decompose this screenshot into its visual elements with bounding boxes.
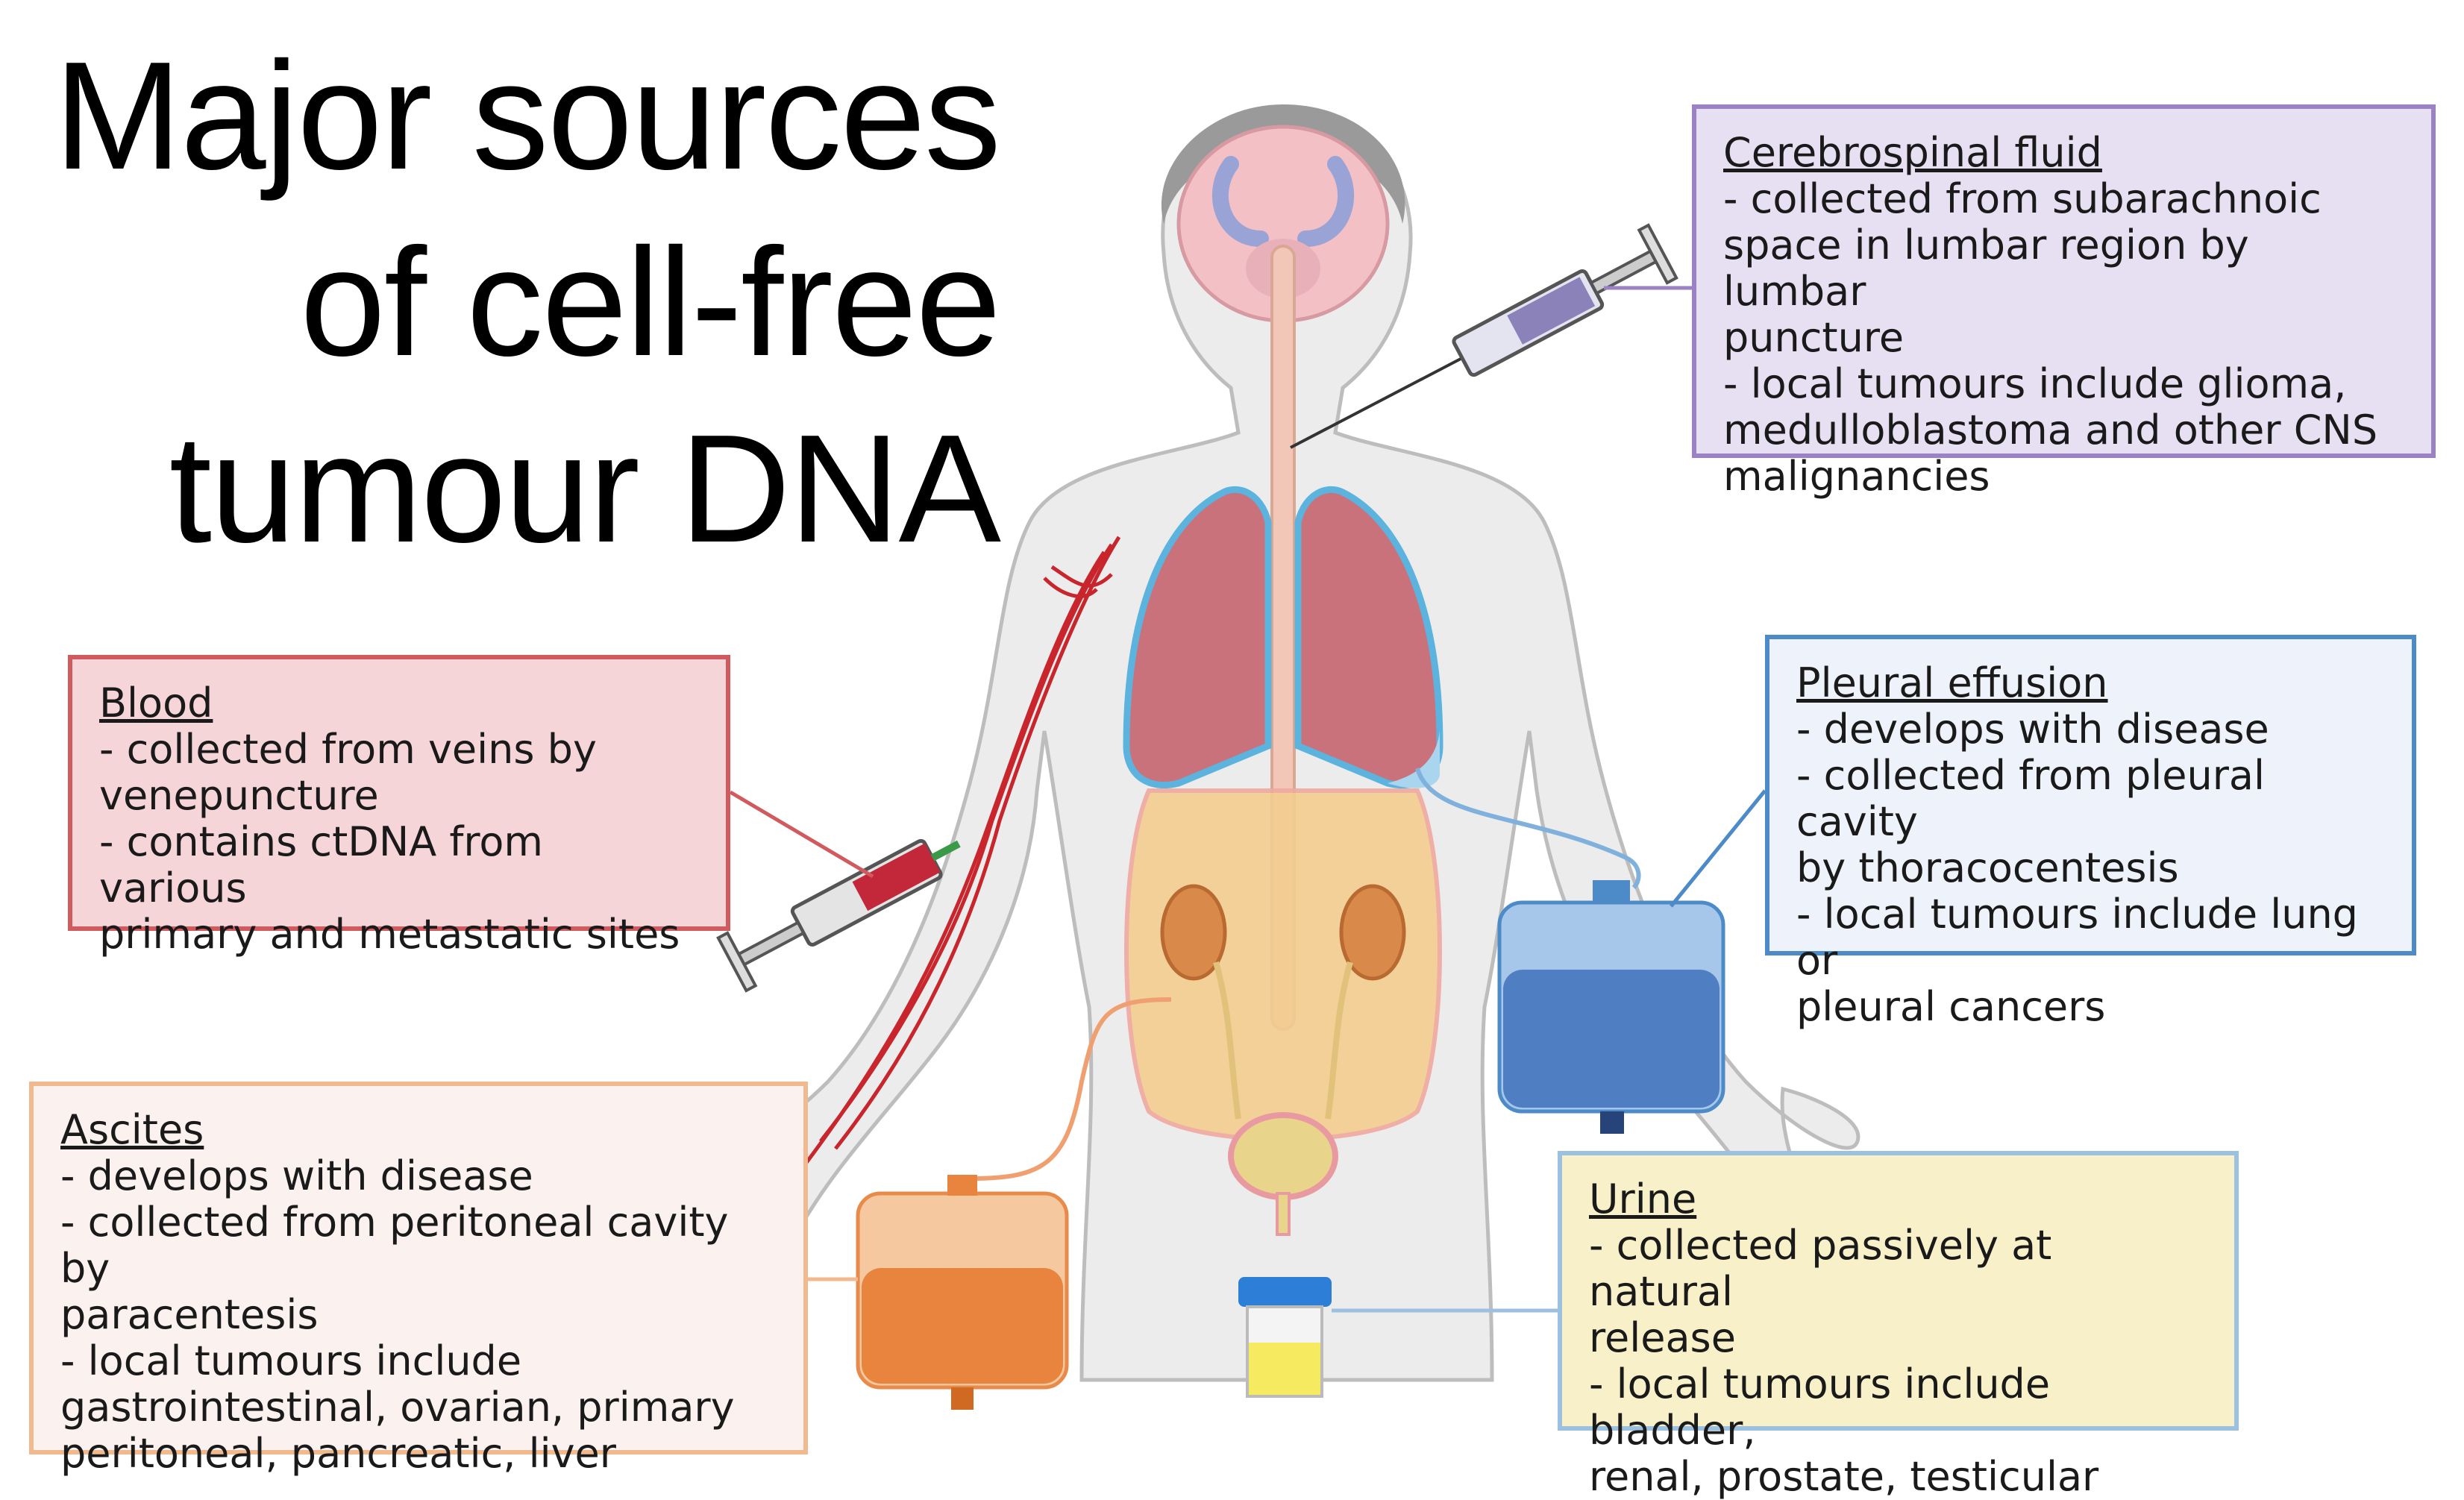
urine-line: - local tumours include bladder, bbox=[1589, 1361, 2051, 1454]
pleural-line: - collected from pleural cavity bbox=[1796, 752, 2265, 845]
page-title: Major sources of cell-free tumour DNA bbox=[30, 22, 1001, 582]
ascites-line: paracentesis bbox=[60, 1291, 319, 1338]
csf-line: - collected from subarachnoic bbox=[1723, 175, 2322, 222]
ascites-line: - local tumours include bbox=[60, 1337, 522, 1384]
urine-line: release bbox=[1589, 1314, 1736, 1361]
blood-line: venepuncture bbox=[99, 772, 379, 819]
csf-source-box: Cerebrospinal fluid - collected from sub… bbox=[1692, 104, 2436, 500]
pleural-line: - local tumours include lung or bbox=[1796, 891, 2358, 984]
ascites-line: peritoneal, pancreatic, liver bbox=[60, 1430, 616, 1477]
ascites-drainage-bag-icon bbox=[856, 997, 1172, 1410]
pleural-source-box: Pleural effusion - develops with disease… bbox=[1765, 635, 2416, 1030]
csf-line: puncture bbox=[1723, 314, 1905, 361]
csf-line: space in lumbar region by lumbar bbox=[1723, 222, 2249, 315]
blood-source-box: Blood - collected from veins by venepunc… bbox=[68, 655, 730, 958]
csf-line: - local tumours include glioma, bbox=[1723, 360, 2347, 407]
blood-vessels-icon bbox=[803, 536, 1121, 1165]
blood-line: - contains ctDNA from various bbox=[99, 818, 544, 911]
urine-line: - collected passively at natural bbox=[1589, 1222, 2052, 1315]
title-line-3: tumour DNA bbox=[169, 403, 1001, 574]
lungs-icon bbox=[1123, 486, 1443, 789]
title-line-2: of cell-free bbox=[300, 216, 1001, 388]
urine-cup-icon bbox=[1238, 1277, 1332, 1398]
ascites-heading: Ascites bbox=[60, 1106, 204, 1153]
pleural-heading: Pleural effusion bbox=[1796, 659, 2108, 706]
ascites-line: gastrointestinal, ovarian, primary bbox=[60, 1384, 735, 1431]
pleural-drainage-bag-icon bbox=[1415, 768, 1725, 1134]
blood-syringe-icon bbox=[716, 838, 961, 993]
bladder-icon bbox=[1228, 1112, 1338, 1236]
kidneys-icon bbox=[1160, 884, 1406, 1120]
pleural-line: pleural cancers bbox=[1796, 983, 2106, 1030]
pleural-line: by thoracocentesis bbox=[1796, 844, 2179, 891]
urine-heading: Urine bbox=[1589, 1176, 1697, 1223]
ascites-line: - develops with disease bbox=[60, 1152, 533, 1199]
csf-line: malignancies bbox=[1723, 453, 1990, 500]
title-line-1: Major sources bbox=[54, 30, 1001, 201]
csf-syringe-icon bbox=[1290, 223, 1678, 449]
csf-heading: Cerebrospinal fluid bbox=[1723, 129, 2102, 176]
urine-line: renal, prostate, testicular bbox=[1589, 1453, 2099, 1500]
urine-source-box: Urine - collected passively at natural r… bbox=[1558, 1151, 2239, 1500]
blood-line: primary and metastatic sites bbox=[99, 911, 680, 958]
ascites-line: - collected from peritoneal cavity by bbox=[60, 1199, 729, 1292]
blood-line: - collected from veins by bbox=[99, 726, 597, 773]
ascites-source-box: Ascites - develops with disease - collec… bbox=[29, 1082, 808, 1477]
blood-heading: Blood bbox=[99, 680, 213, 727]
pleural-line: - develops with disease bbox=[1796, 706, 2269, 753]
csf-line: medulloblastoma and other CNS bbox=[1723, 407, 2378, 454]
